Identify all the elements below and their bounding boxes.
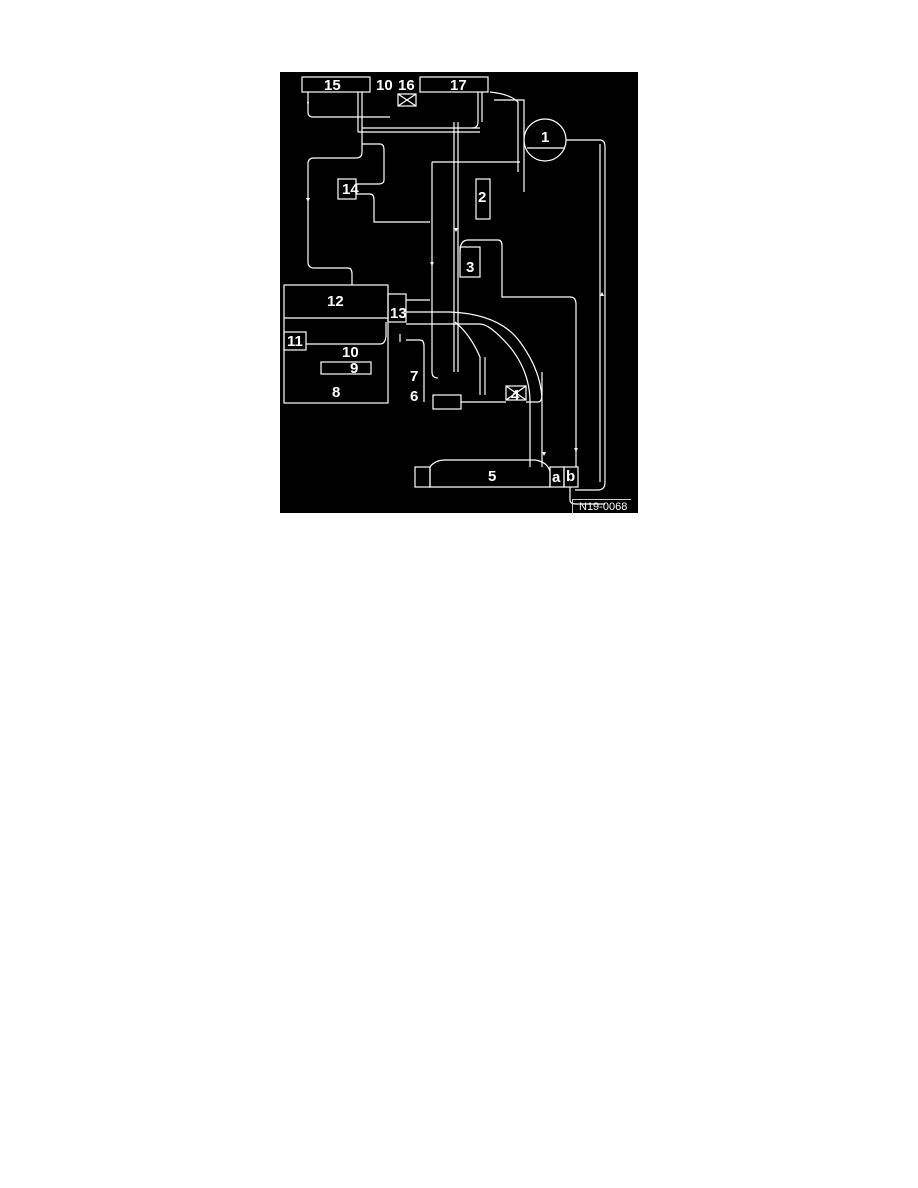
label-10-bottom: 10: [342, 344, 359, 361]
label-12: 12: [327, 293, 344, 310]
label-a: a: [552, 469, 561, 486]
component-17-box: [419, 76, 489, 93]
label-2: 2: [478, 189, 487, 206]
component-2-box: [475, 178, 491, 220]
label-11: 11: [287, 333, 303, 350]
component-6-pump: [432, 394, 462, 410]
label-17: 17: [450, 77, 467, 94]
component-13-box: [387, 293, 407, 323]
label-3: 3: [466, 259, 475, 276]
label-8: 8: [332, 384, 341, 401]
label-10-top: 10: [376, 77, 393, 94]
component-4-valve: [505, 385, 527, 401]
flow-arrows: [306, 102, 604, 456]
label-b: b: [566, 468, 576, 485]
component-15-box: [301, 76, 371, 93]
label-7: 7: [410, 368, 419, 385]
component-14-box: [337, 178, 357, 200]
reference-code: N19-0068: [572, 499, 632, 513]
label-14: 14: [342, 181, 359, 198]
diagram-lines: [283, 76, 606, 505]
component-3-box: [459, 246, 481, 278]
label-9: 9: [350, 360, 359, 377]
component-9-box: [320, 361, 372, 375]
component-11-box: [283, 331, 307, 351]
label-6: 6: [410, 388, 419, 405]
label-16: 16: [398, 77, 415, 94]
label-4: 4: [511, 387, 520, 404]
port-b: [563, 466, 579, 488]
label-13: 13: [390, 305, 407, 322]
coolant-diagram: 15 10 16 17 1 14 2 3 12 13 11 10 9 7 8 6…: [280, 72, 638, 513]
label-15: 15: [324, 77, 341, 94]
label-5: 5: [488, 468, 497, 485]
label-1: 1: [541, 129, 550, 146]
